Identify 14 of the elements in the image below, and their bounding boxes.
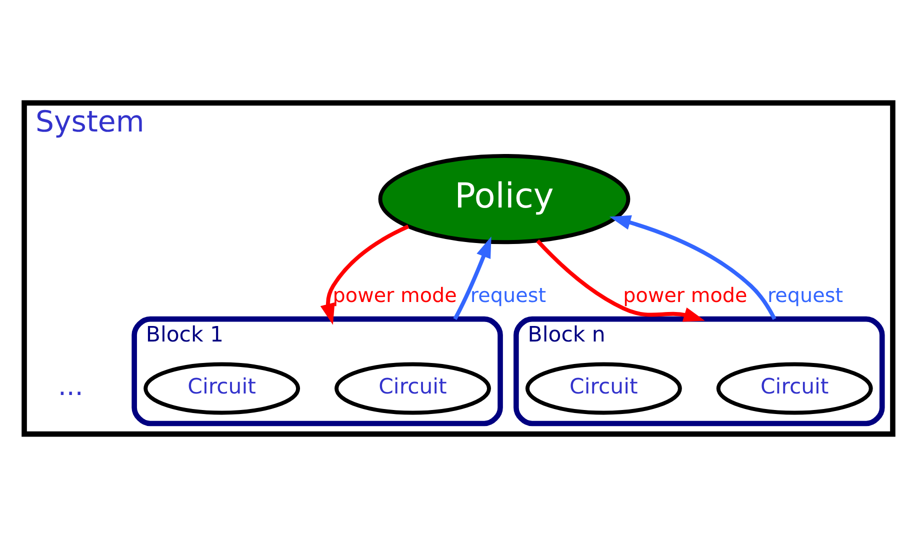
edge-label: power mode bbox=[332, 283, 457, 306]
label: ... bbox=[58, 370, 84, 402]
arrow bbox=[453, 236, 492, 320]
edge-label: power mode bbox=[623, 283, 748, 306]
arrow bbox=[609, 214, 776, 320]
edge-label: request bbox=[767, 283, 844, 306]
arrow bbox=[536, 239, 705, 322]
node-ellipse: Policy bbox=[378, 153, 630, 244]
node-ellipse: Circuit bbox=[525, 362, 682, 414]
node-ellipse: Circuit bbox=[334, 362, 491, 414]
node-ellipse: Circuit bbox=[144, 362, 300, 414]
edge-label: request bbox=[470, 283, 546, 306]
arrow bbox=[320, 224, 410, 324]
node-ellipse: Circuit bbox=[716, 362, 873, 414]
